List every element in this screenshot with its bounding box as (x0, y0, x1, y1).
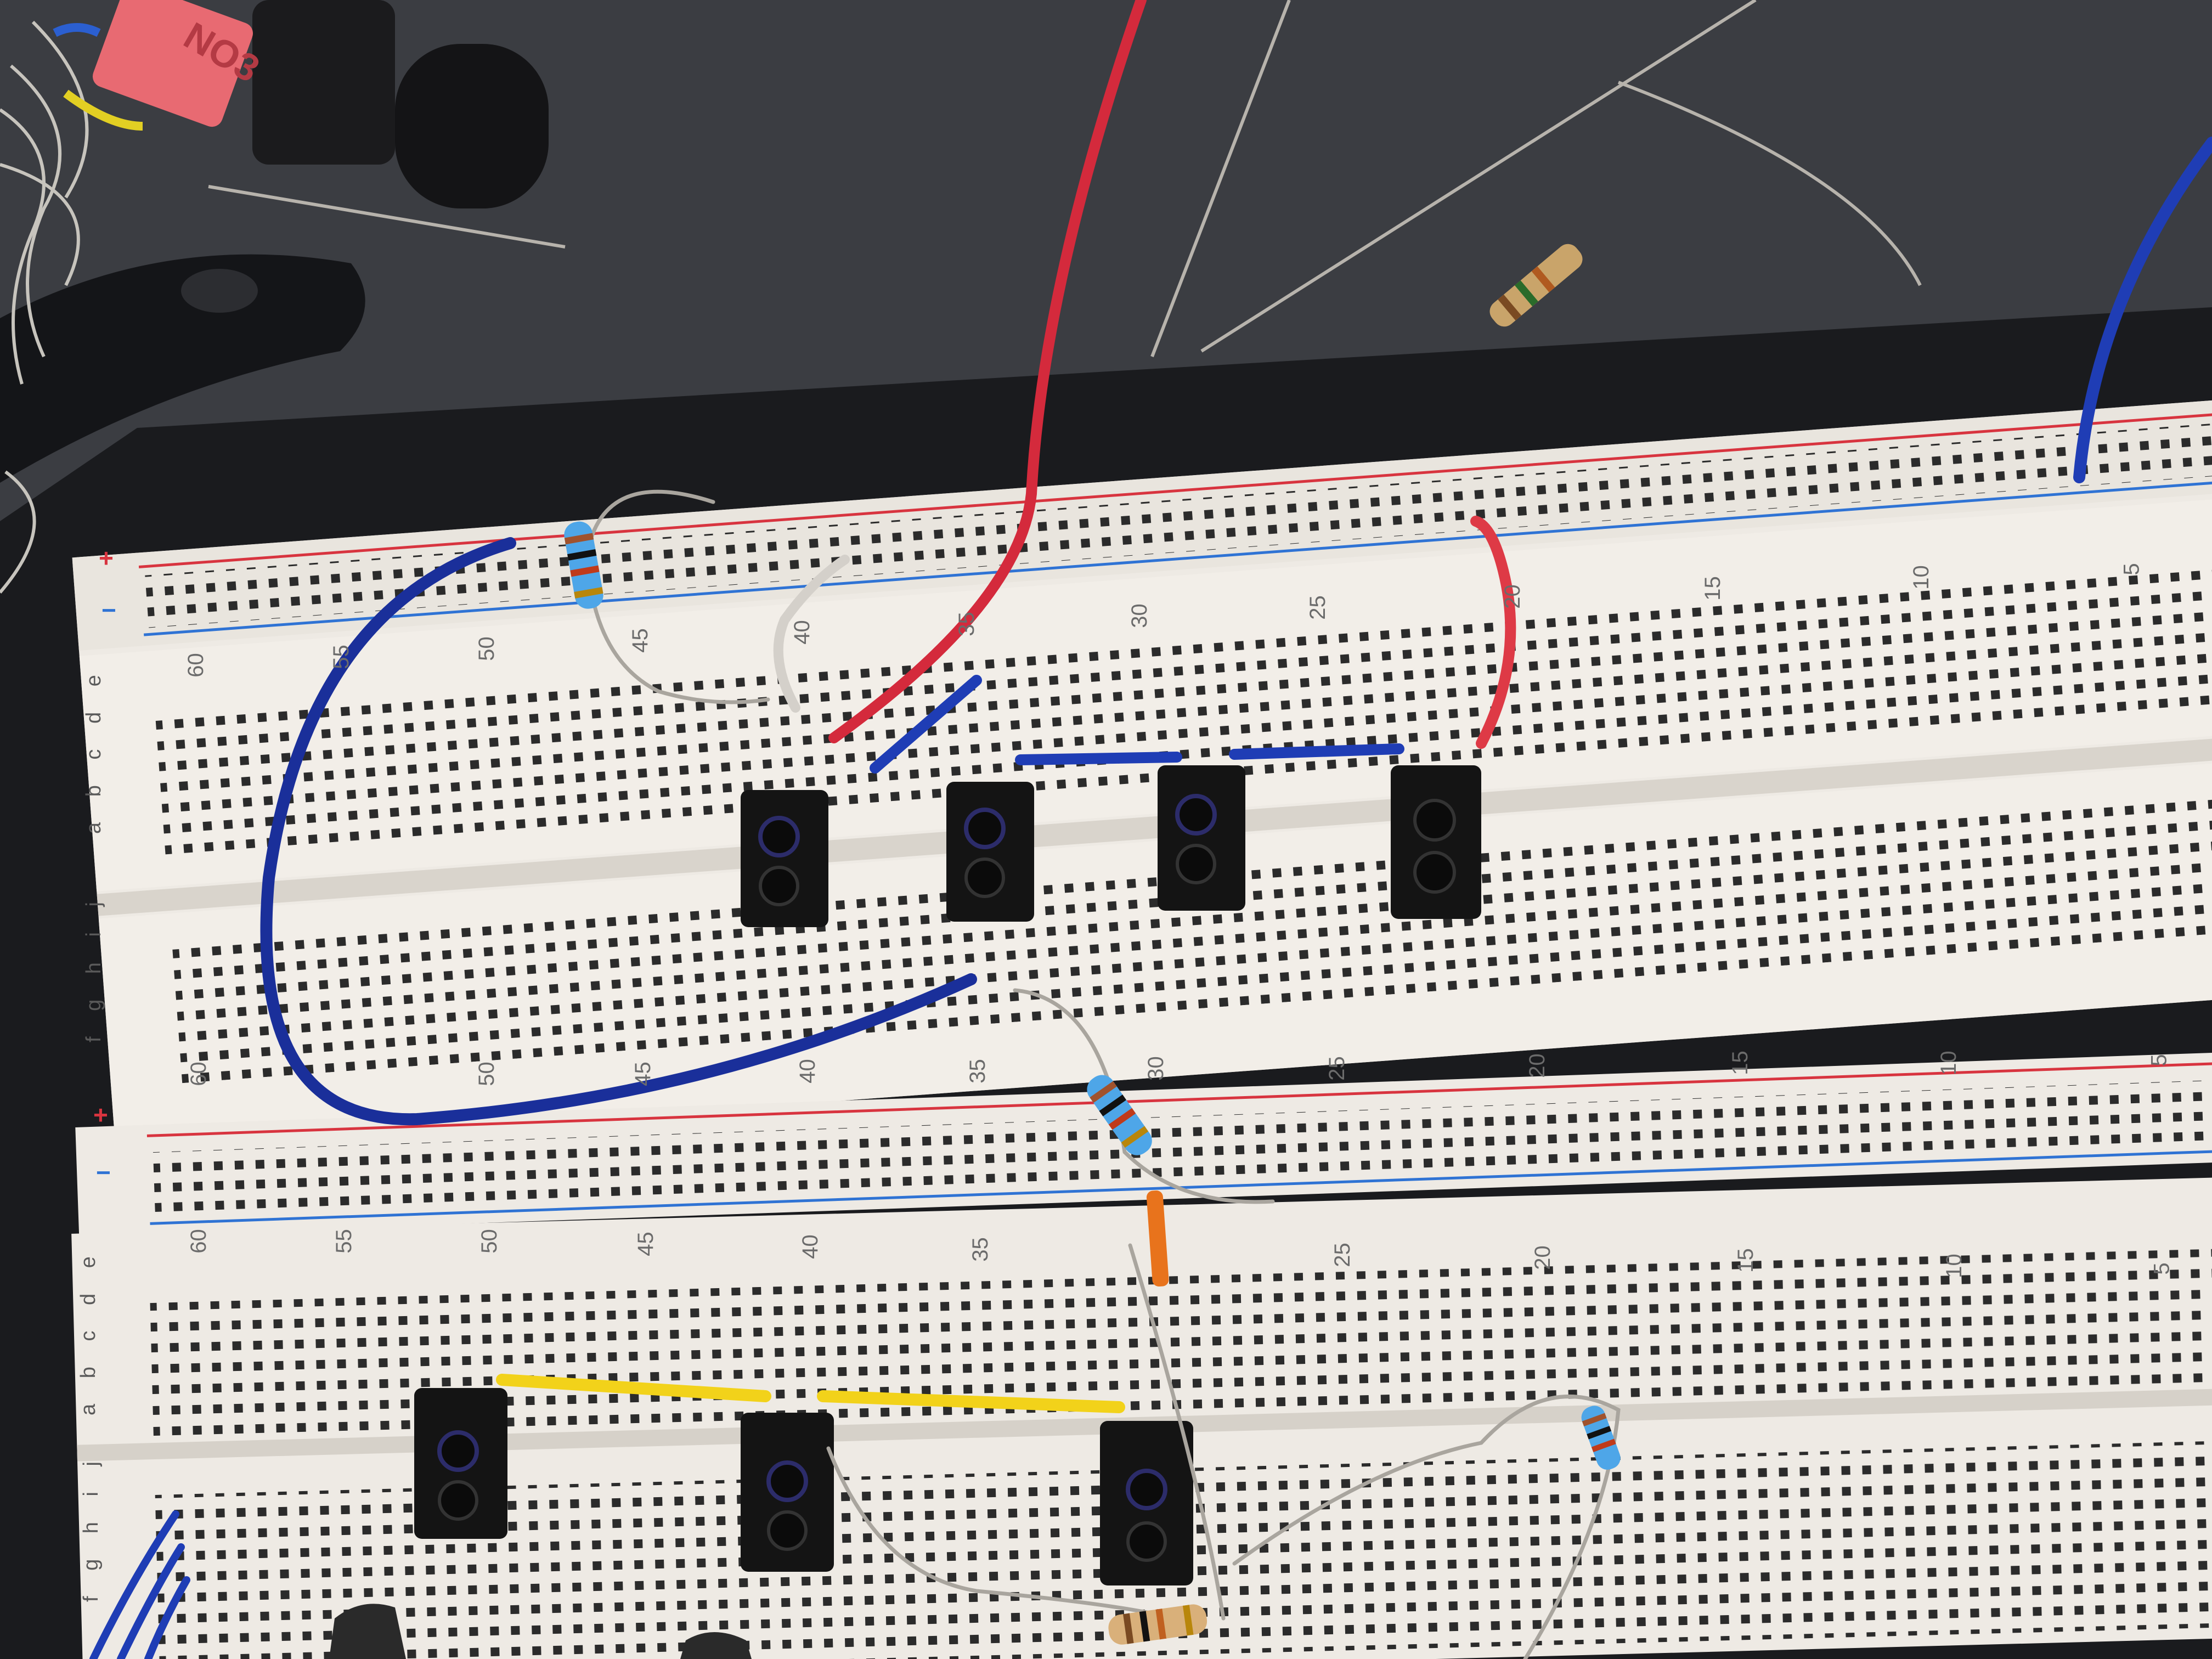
sensor-top-4 (1391, 765, 1481, 919)
clamp-tool (0, 254, 365, 483)
blue-diag-wire (870, 675, 982, 774)
top-sensors (741, 765, 1481, 927)
sensor-top-2 (946, 782, 1034, 922)
bl-blue-2 (117, 1543, 185, 1659)
sensor-bottom-3 (1100, 1421, 1193, 1585)
sensor-top-1 (741, 790, 828, 927)
red-short-wire (1470, 516, 1516, 749)
blue-jumper-2 (1229, 743, 1404, 760)
loose-lead-2 (1150, 0, 1291, 358)
resistor-lead-top (585, 489, 770, 704)
right-blue-wire (2073, 137, 2212, 483)
yellow-jumper-2 (817, 1390, 1125, 1413)
loose-lead-4 (1617, 81, 1922, 286)
bottom-lead-2 (1232, 1395, 1621, 1659)
loose-lead-1 (208, 185, 566, 249)
middle-power-rail (75, 1052, 2212, 1237)
blue-loop-wire (260, 537, 977, 1126)
blue-jumper-1 (1015, 752, 1182, 765)
sensor-bottom-1 (414, 1388, 507, 1539)
sensor-top-3 (1158, 765, 1245, 911)
grey-wire (773, 555, 850, 713)
yellow-lead (63, 89, 143, 131)
resistor-bottom-right (1581, 1406, 1621, 1470)
loose-resistor (1489, 244, 1583, 327)
transistor-1 (329, 1604, 406, 1659)
resistor-mid (1087, 1075, 1152, 1155)
orange-capacitor (1146, 1190, 1169, 1287)
loose-lead-3 (1200, 0, 1757, 353)
resistor-bottom-tan (1108, 1604, 1207, 1645)
breadboard-bottom (71, 1177, 2212, 1659)
bl-blue-1 (89, 1510, 179, 1659)
resistor-top (564, 521, 603, 609)
bottom-sensors (414, 1388, 1193, 1585)
yellow-jumper-1 (496, 1374, 771, 1402)
red-long-wire (828, 0, 1147, 743)
sensor-bottom-2 (741, 1413, 834, 1572)
switch-component: NO3 (92, 0, 549, 208)
transistor-2 (680, 1632, 752, 1659)
bl-blue-3 (144, 1576, 190, 1659)
orange-cap-lead (1128, 1243, 1226, 1621)
blue-lead (53, 23, 101, 37)
